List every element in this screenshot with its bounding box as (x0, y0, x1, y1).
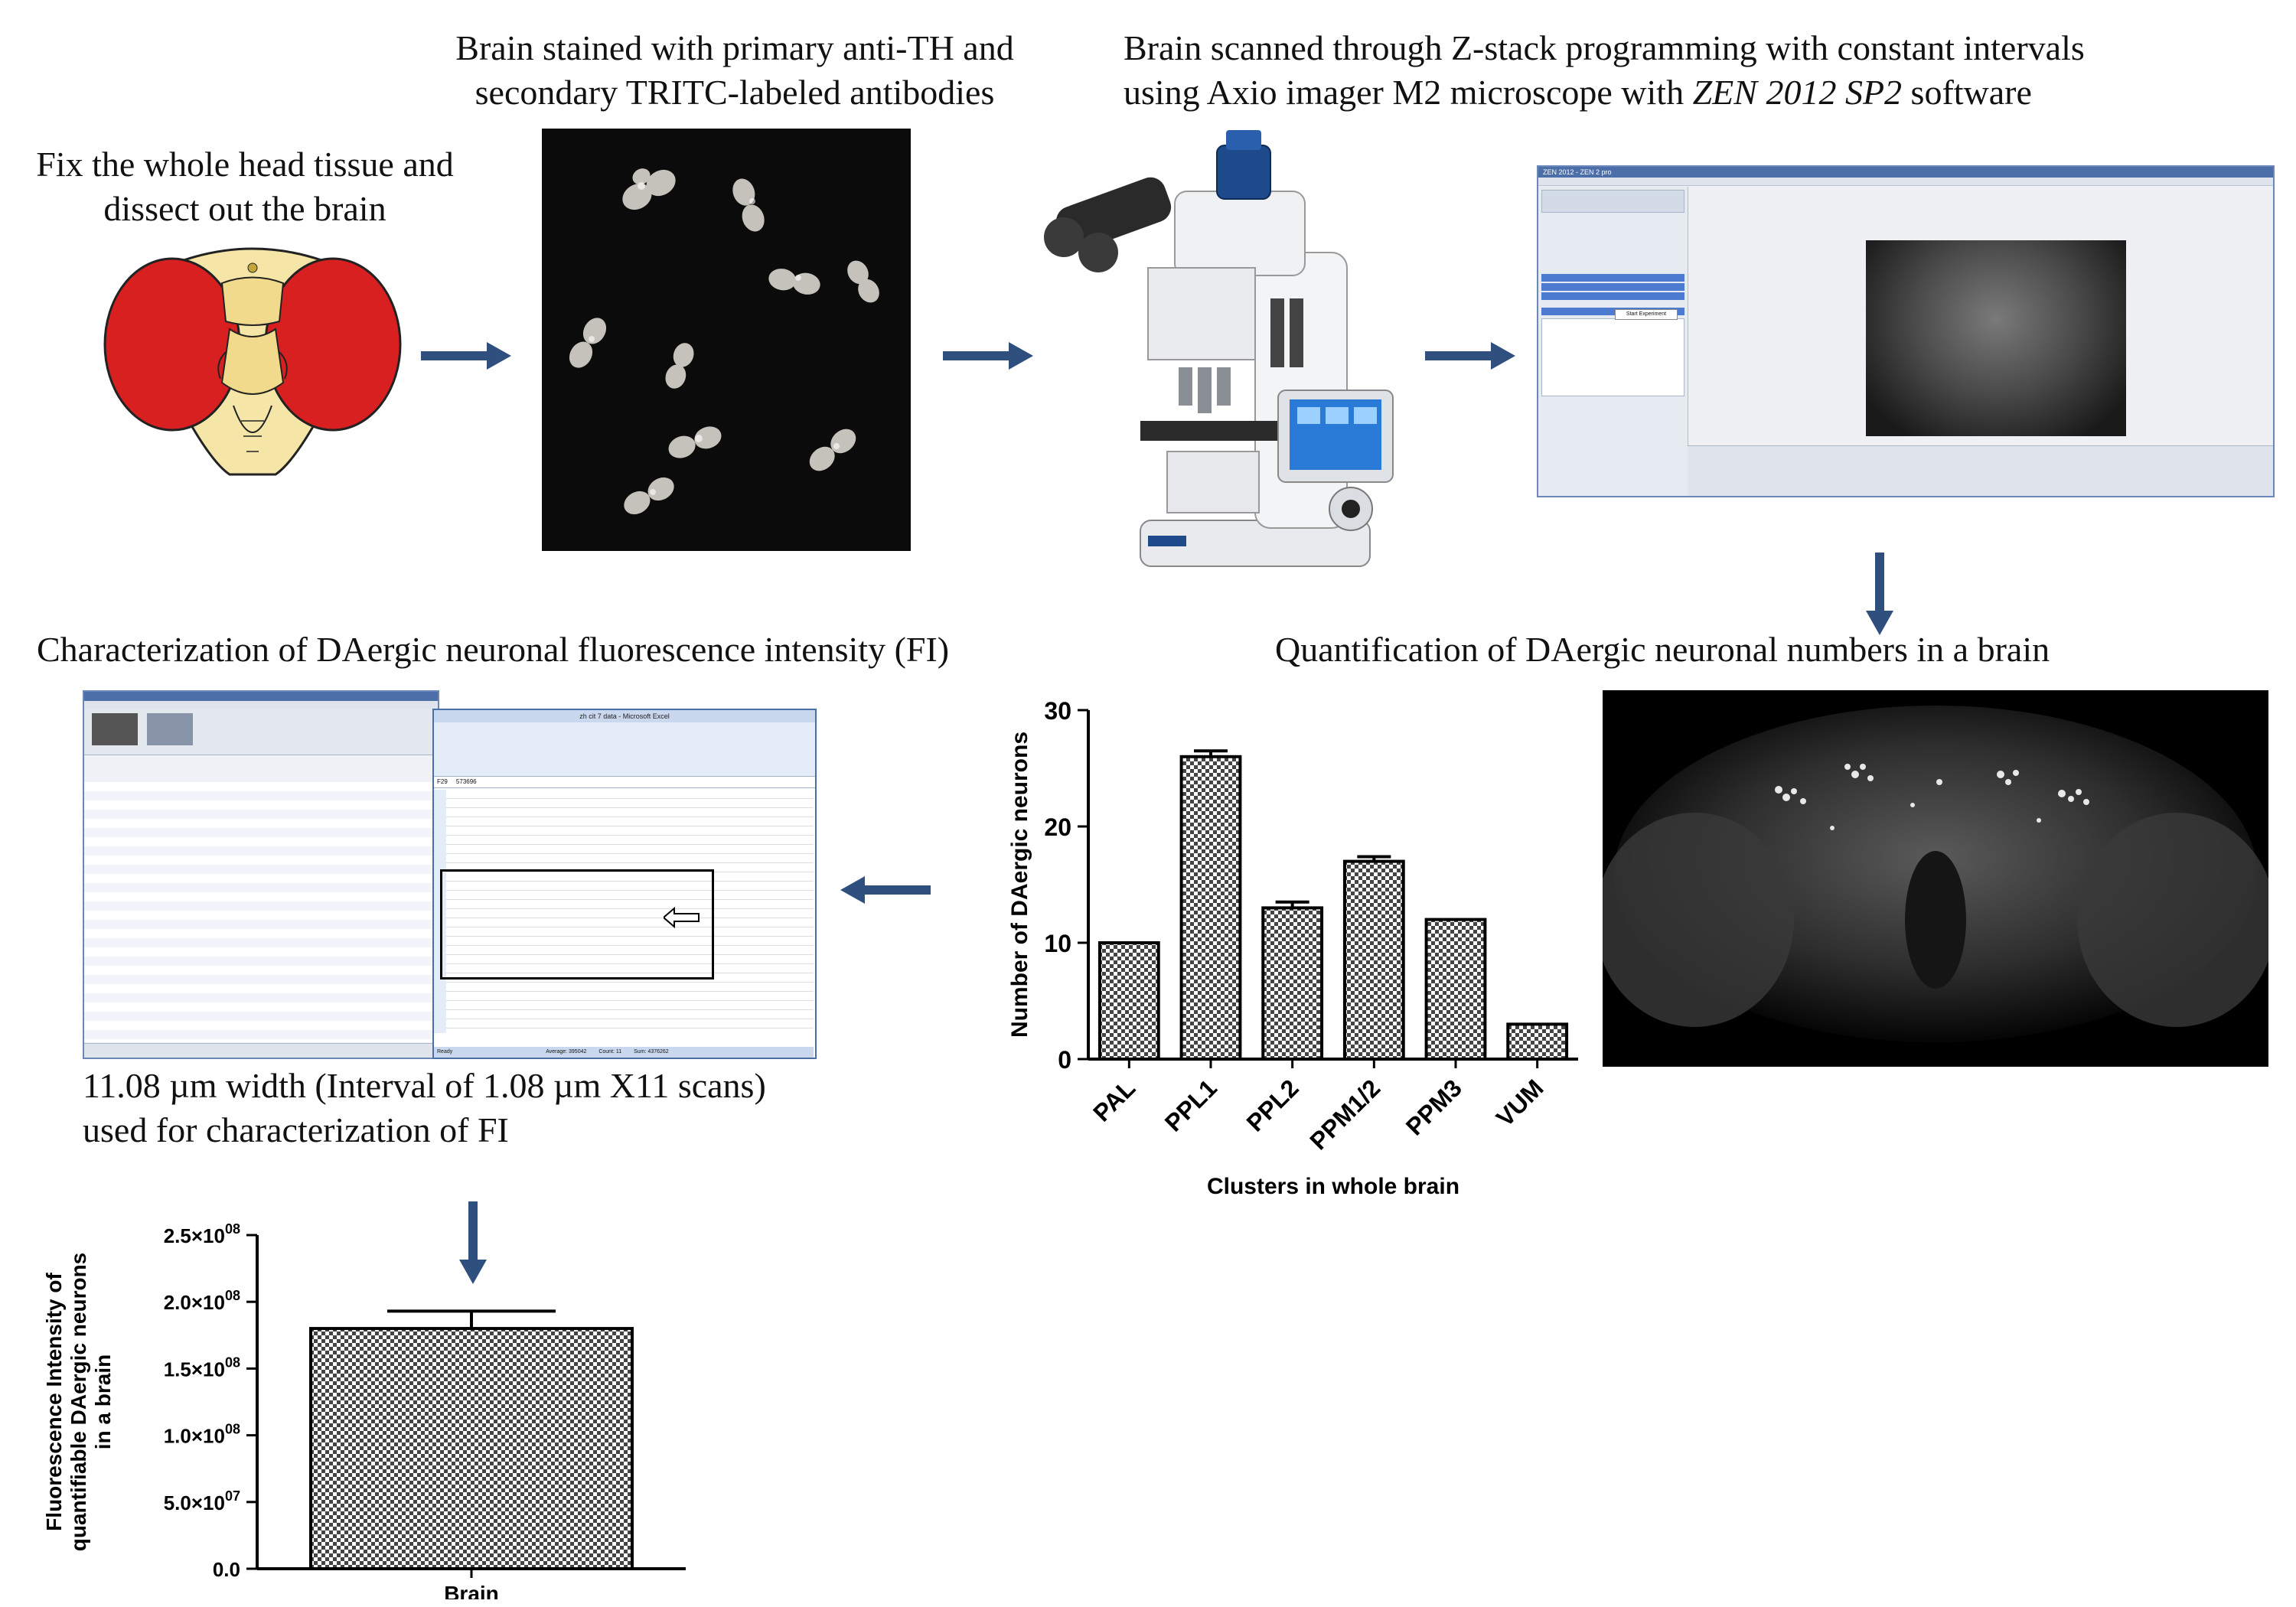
step6-line2: used for characterization of FI (83, 1110, 509, 1149)
excel-title-bar: zh cit 7 data - Microsoft Excel (434, 710, 815, 722)
step3-line1: Brain scanned through Z-stack programmin… (1124, 28, 2085, 67)
y-tick-label: 1.0×1008 (164, 1422, 240, 1448)
step3-line2-prefix: using Axio imager M2 microscope with (1124, 73, 1693, 112)
x-axis-label: Clusters in whole brain (1207, 1174, 1459, 1199)
step1-caption: Fix the whole head tissue and dissect ou… (0, 142, 490, 231)
y-tick-label: 30 (1044, 697, 1071, 725)
step2-line1: Brain stained with primary anti-TH and (455, 28, 1014, 67)
y-tick-label: 0.0 (213, 1558, 240, 1581)
step1-line1: Fix the whole head tissue and (36, 145, 454, 184)
x-tick-label: PPM1/2 (1304, 1074, 1385, 1155)
y-axis-label: Number of DAergic neurons (1007, 732, 1032, 1038)
step4-caption: Quantification of DAergic neuronal numbe… (1275, 630, 2050, 669)
y-tick-label: 2.0×1008 (164, 1288, 240, 1314)
zen-brain-image (1866, 240, 2126, 436)
excel-cell-ref: F29 (437, 778, 448, 785)
excel-formula-bar: F29 573696 (434, 777, 815, 788)
zen-data-screenshot (83, 690, 439, 1059)
y-tick-label: 20 (1044, 813, 1071, 841)
y-tick-label: 2.5×1008 (164, 1221, 240, 1247)
x-tick-label: PPM3 (1401, 1074, 1467, 1140)
step3-caption: Brain scanned through Z-stack programmin… (1124, 26, 2287, 115)
zen-data-table (84, 782, 438, 1042)
bar-brain (309, 1327, 634, 1571)
fi-bar-chart: 0.0 5.0×1007 1.0×1008 1.5×1008 2.0×1008 2.5×1… (42, 1221, 686, 1599)
arrow-down-2 (459, 1201, 487, 1284)
excel-screenshot: zh cit 7 data - Microsoft Excel F29 5736… (432, 709, 817, 1059)
step3-line2-suffix: software (1902, 73, 2032, 112)
step3-line2: using Axio imager M2 microscope with ZEN… (1124, 70, 2287, 115)
x-tick-label: PPL2 (1241, 1074, 1304, 1136)
bar-ppl2 (1261, 906, 1324, 1061)
arrow-right-1 (421, 342, 511, 370)
step5-caption: Characterization of DAergic neuronal flu… (37, 630, 950, 669)
excel-selection-box (440, 869, 714, 980)
zen-start-experiment[interactable]: Start Experiment (1615, 309, 1678, 320)
brain-fluorescence-image (1603, 690, 2268, 1067)
arrow-right-2 (943, 342, 1033, 370)
bar-pal (1097, 941, 1160, 1061)
arrow-right-3 (1425, 342, 1515, 370)
bar-vum (1506, 1022, 1569, 1061)
excel-average: Average: 395042 (546, 1049, 587, 1054)
y-tick-label: 10 (1044, 930, 1071, 957)
y-axis-label-line2: quantifiable DAergic neurons (67, 1253, 90, 1552)
excel-sum: Sum: 4376262 (634, 1049, 669, 1054)
y-tick-label: 5.0×1007 (164, 1488, 240, 1514)
y-axis-label-line1: Fluorescence Intensity of (42, 1273, 66, 1531)
step1-line2: dissect out the brain (103, 189, 386, 228)
bar-ppl1 (1179, 755, 1242, 1061)
bar-ppm12 (1342, 859, 1405, 1061)
stained-brains-photo (542, 129, 911, 551)
excel-count: Count: 11 (598, 1049, 622, 1054)
arrow-down (1866, 553, 1893, 635)
microscope-illustration (1026, 122, 1408, 582)
x-tick-label: PPL1 (1159, 1074, 1222, 1136)
arrow-left (840, 876, 931, 904)
bar-ppm3 (1424, 918, 1487, 1061)
step6-caption: 11.08 µm width (Interval of 1.08 µm X11 … (83, 1064, 766, 1152)
step2-line2: secondary TRITC-labeled antibodies (475, 73, 995, 112)
zen-title-bar: ZEN 2012 - ZEN 2 pro (1538, 167, 2273, 178)
excel-cell-value: 573696 (455, 778, 477, 785)
zen-left-panel (1538, 187, 1688, 496)
y-tick-label: 0 (1058, 1046, 1071, 1074)
excel-status: Ready (437, 1049, 453, 1054)
x-tick-label: Brain (444, 1582, 499, 1599)
fly-head-illustration (99, 230, 406, 490)
y-axis-label-line3: in a brain (91, 1354, 115, 1449)
zen-software-screenshot: ZEN 2012 - ZEN 2 pro Start Experiment (1537, 165, 2275, 497)
excel-grid (434, 790, 814, 1033)
step6-line1: 11.08 µm width (Interval of 1.08 µm X11 … (83, 1066, 766, 1105)
x-tick-label: PAL (1088, 1074, 1140, 1126)
step3-software-name: ZEN 2012 SP2 (1692, 73, 1903, 112)
x-tick-label: VUM (1491, 1074, 1549, 1132)
excel-status-bar: Ready Average: 395042 Count: 11 Sum: 437… (434, 1047, 814, 1058)
y-tick-label: 1.5×1008 (164, 1354, 240, 1380)
step2-caption: Brain stained with primary anti-TH and s… (398, 26, 1071, 115)
